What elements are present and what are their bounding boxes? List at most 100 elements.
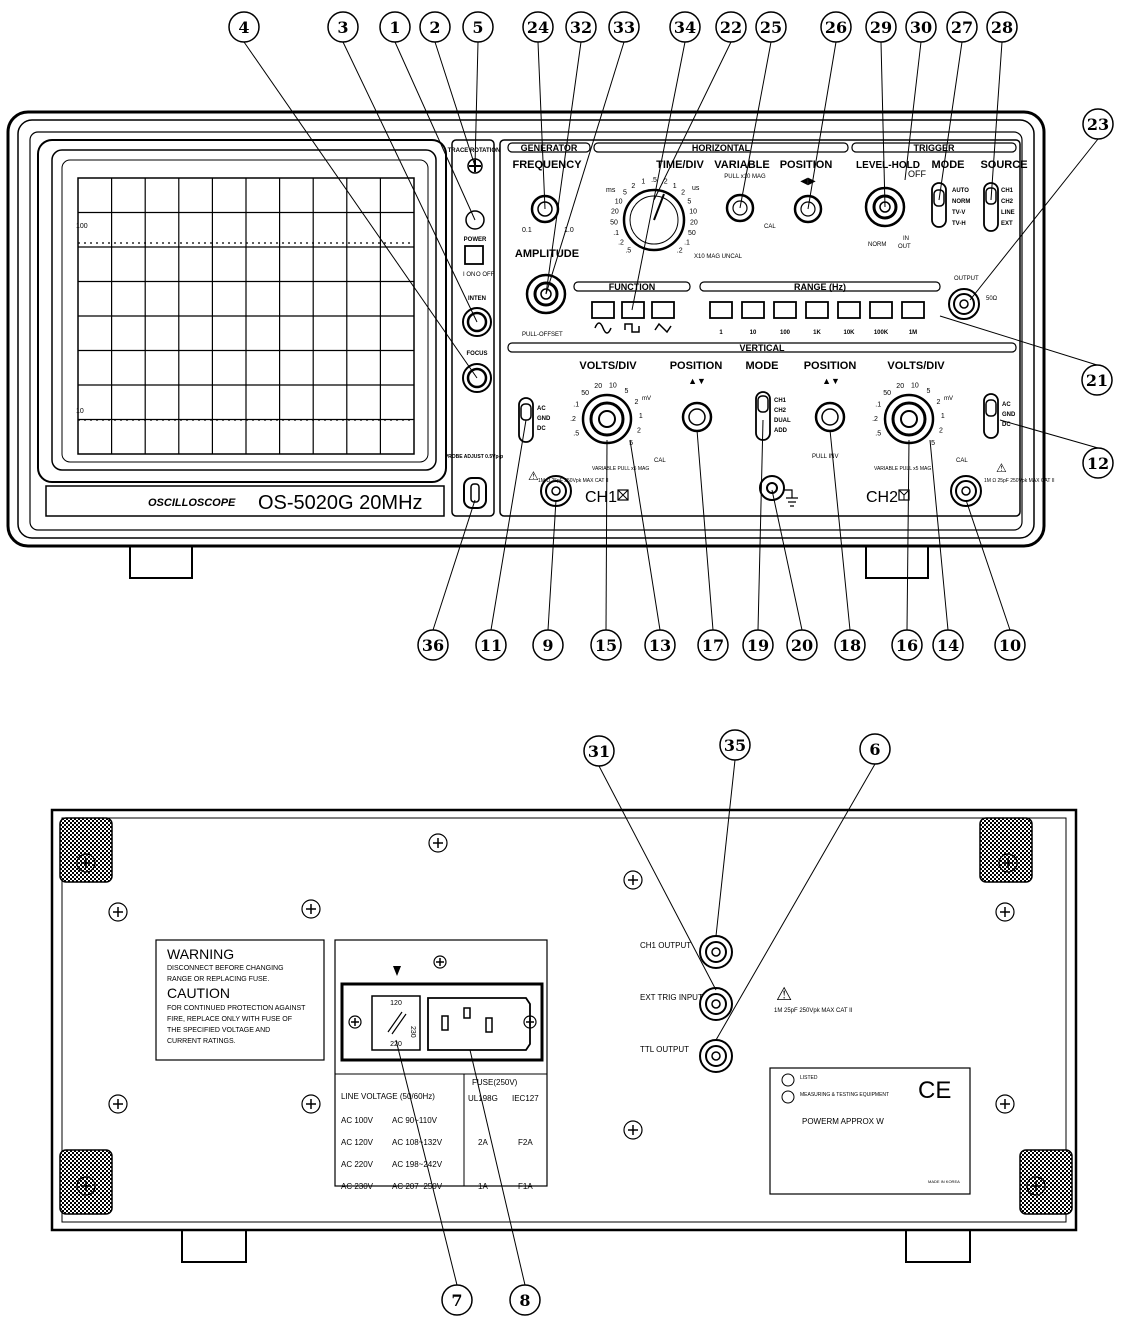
callout-number: 17 (702, 636, 724, 655)
ground-terminal[interactable] (759, 475, 785, 501)
trigger-mode-label: MODE (932, 159, 965, 171)
ch2-position-knob[interactable] (814, 401, 846, 433)
range-button[interactable] (805, 301, 829, 319)
screw-icon (995, 1094, 1015, 1114)
row-iec: F2A (518, 1138, 533, 1147)
row-voltage: AC 100V (341, 1116, 374, 1125)
ch1-output-bnc[interactable] (699, 935, 733, 969)
variable-knob[interactable] (725, 193, 755, 223)
ch1-position-knob[interactable] (681, 401, 713, 433)
focus-knob[interactable] (462, 363, 492, 393)
screw-cross-icon (628, 875, 638, 885)
ch1-volts-div-knob[interactable] (581, 393, 633, 445)
callout-circle (644, 629, 676, 661)
crt-bezel (37, 139, 447, 483)
leader-line (939, 315, 1098, 366)
callout-number: 24 (527, 18, 549, 37)
callout-number: 16 (896, 636, 918, 655)
label-text-line: DISCONNECT BEFORE CHANGING (167, 965, 284, 972)
leader-line (990, 41, 1003, 201)
ch2-coupling-switch[interactable] (983, 393, 999, 439)
level-hold-label: LEVEL-HOLD (856, 160, 920, 171)
ttl-output-bnc[interactable] (699, 1039, 733, 1073)
trigger-source-label: SOURCE (980, 159, 1027, 171)
range-button[interactable] (869, 301, 893, 319)
ch2-volts-div-knob[interactable] (883, 393, 935, 445)
callout-number: 4 (238, 18, 249, 37)
range-button-label: 100K (874, 330, 889, 336)
callout-circle (419, 11, 451, 43)
callout-number: 25 (760, 18, 782, 37)
ac-inlet-socket[interactable] (427, 997, 531, 1051)
inten-knob[interactable] (462, 307, 492, 337)
callout-circle (475, 629, 507, 661)
ch2-warning-icon: ⚠ (996, 461, 1007, 475)
range-button-label: 100 (780, 330, 791, 336)
h-position-knob[interactable] (793, 194, 823, 224)
switch-option-label: AC (537, 406, 546, 412)
time-div-tick: .1 (613, 230, 619, 237)
trigger-source-switch[interactable] (983, 182, 999, 232)
leader-line (434, 41, 476, 167)
range-button[interactable] (773, 301, 797, 319)
amplitude-knob[interactable] (525, 273, 567, 315)
screw-cross-icon (81, 858, 91, 868)
power-on-label: I ON (463, 272, 475, 278)
screw-cross-icon (81, 1181, 91, 1191)
rear-screws (76, 833, 1046, 1196)
callout-circle (834, 629, 866, 661)
callout-number: 21 (1086, 371, 1108, 390)
ext-trig-input-bnc[interactable] (699, 987, 733, 1021)
callout-circle (786, 629, 818, 661)
power-entry-plate (334, 939, 548, 1187)
row-range: AC 198~242V (392, 1160, 443, 1169)
range-button[interactable] (741, 301, 765, 319)
ul-header: UL198G (468, 1094, 498, 1103)
callout-circle (905, 11, 937, 43)
callout-circle (755, 11, 787, 43)
range-button[interactable] (709, 301, 733, 319)
callout-number: 18 (839, 636, 861, 655)
leader-line (757, 419, 764, 631)
volts-div-tick: 2 (939, 428, 943, 435)
label-text-line: FOR CONTINUED PROTECTION AGAINST (167, 1005, 306, 1012)
trigger-in-label: IN (903, 236, 909, 242)
trace-rotation-label: TRACE ROTATION (448, 148, 501, 154)
volts-div-tick: 20 (896, 383, 904, 390)
time-div-tick: .2 (677, 248, 683, 255)
range-button[interactable] (837, 301, 861, 319)
function-triangle-button[interactable] (651, 301, 675, 319)
range-button[interactable] (901, 301, 925, 319)
function-sine-button[interactable] (591, 301, 615, 319)
leader-line (880, 41, 886, 208)
switch-option-label: DC (537, 426, 546, 432)
front-leader-lines (243, 41, 1099, 631)
callout-circle (669, 11, 701, 43)
voltage-indicator-arrow (393, 966, 401, 976)
callout-circle (417, 629, 449, 661)
volts-div-tick: 2 (936, 399, 940, 406)
generator-output-bnc[interactable] (948, 288, 980, 320)
function-square-button[interactable] (621, 301, 645, 319)
screw-icon (998, 853, 1018, 873)
callout-circle (865, 11, 897, 43)
time-div-tick: 20 (690, 219, 698, 226)
switch-option-label: EXT (1001, 221, 1013, 227)
callout-circle (608, 11, 640, 43)
leader-line (474, 41, 479, 167)
power-off-label: O OFF (476, 272, 495, 278)
voltage-selector[interactable] (371, 995, 421, 1051)
leader-line (598, 765, 717, 991)
iec-header: IEC127 (512, 1094, 539, 1103)
ch1-mv-label: mV (642, 396, 651, 402)
trigger-mode-switch[interactable] (931, 182, 947, 228)
listed-label: LISTED (800, 1075, 818, 1081)
time-div-knob[interactable] (622, 188, 686, 252)
ch2-label: CH2 (866, 489, 898, 506)
probe-adjust-terminal[interactable] (463, 477, 487, 509)
power-button[interactable] (464, 245, 484, 265)
